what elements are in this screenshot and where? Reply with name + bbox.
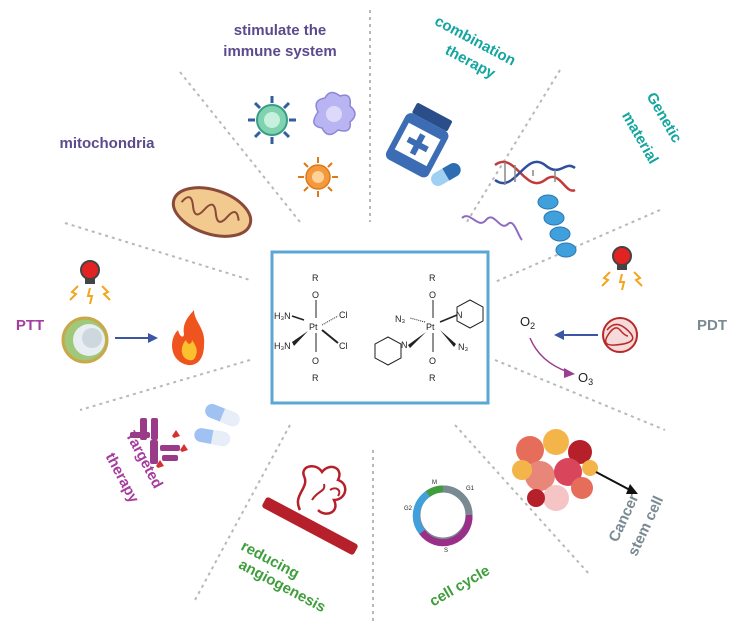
phase-s: S [444,548,448,554]
arrow-pdt [554,330,598,340]
chem-n3-2: N₃ [458,342,468,352]
chem-cl-2: Cl [339,341,348,351]
divider-top-right [464,69,561,226]
chem-h3n-1: H₃N [274,311,291,321]
label-immune-line2: immune system [223,43,336,60]
rna-icon [461,215,523,241]
label-cellcycle: cell cycle [427,562,493,610]
nanoparticle-icon [61,316,109,364]
label-o3: O3 [578,370,593,387]
light-bulb-icon [69,260,111,305]
phase-m: M [432,480,437,486]
chem-o-bottom: O [312,356,319,366]
arrow-csc [595,471,638,494]
capsule-icon [431,163,461,186]
chem-o-top: O [312,290,319,300]
divider-right-upper [494,209,661,283]
pill-bottle-icon [385,103,452,178]
chem-h3n-2: H₃N [274,341,291,351]
label-pdt: PDT [697,317,727,334]
cell-cycle-icon: M G1 G2 S [404,480,475,554]
t-cell-icon [298,157,338,197]
receptor-icon [130,418,188,468]
chem-n3-1: N₃ [395,314,405,324]
phase-g2: G2 [404,506,413,512]
chem-r-top-2: R [429,273,436,283]
flame-icon [172,310,205,366]
light-bulb-icon-pdt [601,246,643,291]
capsule-pair-icon [194,403,240,446]
label-ptt: PTT [16,317,44,334]
nucleosome-icon [537,194,577,258]
center-molecule-box [270,250,490,405]
radial-dividers [64,10,666,625]
mitochondria-icon [171,186,253,238]
label-mitochondria: mitochondria [59,135,155,152]
label-o2: O2 [520,314,535,331]
pyridine-ring-left [374,336,402,366]
blood-vessel-icon [262,464,358,555]
photosensitizer-icon [602,317,638,353]
chem-pt: Pt [309,322,318,332]
dna-icon [494,160,576,192]
arrow-ptt [115,333,158,343]
chem-n-2: N [401,340,408,350]
pt-complex-right: R O Pt N₃ N₃ N N O R [374,273,484,383]
label-immune-line1: stimulate the [234,22,327,39]
antibody-icon [248,96,296,144]
divider-left-lower [79,359,251,411]
chem-o-top-2: O [429,290,436,300]
chem-o-bottom-2: O [429,356,436,366]
chem-r-bottom-2: R [429,373,436,383]
chem-r-top: R [312,273,319,283]
pyridine-ring-right [456,299,484,329]
divider-bottom-right [454,424,591,576]
divider-bottom-left [194,424,291,601]
chem-pt-2: Pt [426,322,435,332]
phase-g1: G1 [466,486,475,492]
dendritic-cell-icon [313,91,356,136]
chem-r-bottom: R [312,373,319,383]
divider-right-lower [494,359,666,431]
chem-n-1: N [456,310,463,320]
chem-cl-1: Cl [339,310,348,320]
pt-complex-left: R O Pt H₃N H₃N Cl Cl O R [274,273,348,383]
arrow-o2-o3 [529,337,569,373]
tumor-cluster-icon [512,429,598,511]
divider-left-upper [64,222,251,281]
